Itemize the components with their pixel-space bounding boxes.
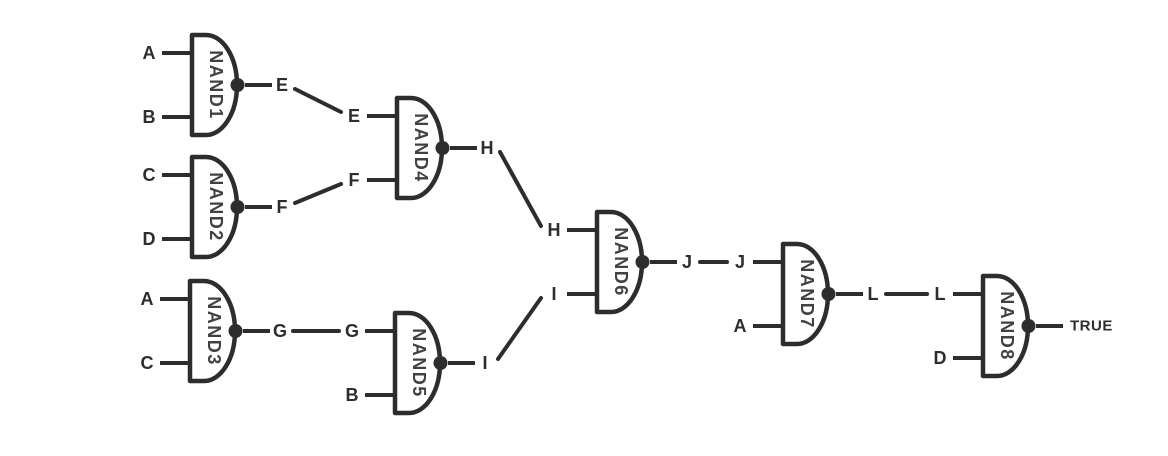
inverter-bubble-icon — [821, 287, 836, 301]
input-label-d: D — [934, 348, 947, 368]
inverter-bubble-icon — [228, 324, 243, 338]
wire-H — [498, 150, 543, 228]
inverter-bubble-icon — [433, 356, 448, 370]
gate-nand3: A C NAND3 G — [141, 278, 287, 384]
gate-nand6: H I NAND6 J — [548, 209, 692, 315]
inverter-bubble-icon — [230, 78, 245, 92]
input-label-a: A — [141, 289, 154, 309]
gate-name-label: NAND1 — [206, 50, 226, 120]
inverter-bubble-icon — [1021, 319, 1036, 333]
gate-name-label: NAND8 — [997, 291, 1017, 361]
gate-nand1: A B NAND1 E — [143, 32, 288, 138]
input-label-b: B — [143, 107, 156, 127]
output-label-g: G — [273, 321, 287, 341]
wire-I — [496, 296, 543, 361]
output-label-e: E — [276, 75, 288, 95]
output-label-i: I — [482, 353, 487, 373]
wire-E — [293, 87, 343, 114]
input-label-g: G — [345, 321, 359, 341]
input-label-a: A — [143, 43, 156, 63]
output-label-j: J — [682, 252, 692, 272]
input-label-j: J — [735, 252, 745, 272]
gate-nand4: E F NAND4 H — [348, 95, 494, 201]
input-label-a: A — [734, 316, 747, 336]
gate-nand8: L D NAND8 TRUE — [934, 273, 1113, 379]
gate-name-label: NAND5 — [409, 328, 429, 398]
gate-nand7: J A NAND7 L — [734, 241, 879, 347]
output-label-h: H — [481, 138, 494, 158]
input-label-h: H — [548, 220, 561, 240]
gate-name-label: NAND6 — [611, 227, 631, 297]
input-label-f: F — [349, 170, 360, 190]
gate-name-label: NAND2 — [206, 172, 226, 242]
inverter-bubble-icon — [230, 200, 245, 214]
input-label-l: L — [935, 284, 946, 304]
input-label-b: B — [346, 385, 359, 405]
input-label-c: C — [141, 353, 154, 373]
inverter-bubble-icon — [435, 141, 450, 155]
input-label-d: D — [143, 229, 156, 249]
output-label-f: F — [277, 197, 288, 217]
inverter-bubble-icon — [635, 255, 650, 269]
input-label-c: C — [143, 165, 156, 185]
gate-name-label: NAND4 — [411, 113, 431, 183]
gate-name-label: NAND3 — [204, 296, 224, 366]
wire-F — [293, 182, 343, 205]
input-label-i: I — [551, 284, 556, 304]
gate-name-label: NAND7 — [797, 259, 817, 329]
input-label-e: E — [348, 106, 360, 126]
gate-nand2: C D NAND2 F — [143, 154, 288, 260]
gate-nand5: G B NAND5 I — [345, 310, 488, 416]
output-label-l: L — [868, 284, 879, 304]
output-label-true: TRUE — [1070, 318, 1113, 335]
